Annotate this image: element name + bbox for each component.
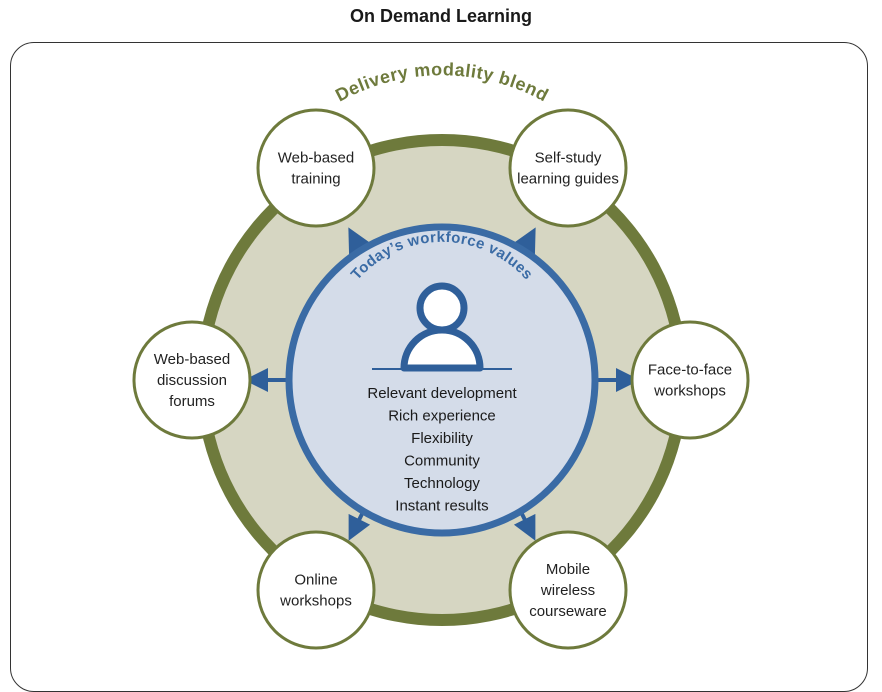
node-web-based-discussion-forums: Web-based discussion forums bbox=[132, 320, 252, 440]
node-circle bbox=[630, 320, 750, 440]
value-item: Flexibility bbox=[411, 430, 473, 447]
modality-nodes: Web-based training Self-study learning guid… bbox=[132, 108, 750, 650]
node-label-line: workshops bbox=[653, 383, 726, 400]
node-label-line: discussion bbox=[157, 372, 227, 389]
node-label-line: Online bbox=[294, 572, 337, 589]
node-label-line: Mobile bbox=[546, 561, 590, 578]
node-label-line: training bbox=[291, 171, 340, 188]
value-item: Instant results bbox=[395, 498, 488, 515]
value-item: Relevant development bbox=[367, 385, 517, 402]
value-item: Community bbox=[404, 453, 480, 470]
node-web-based-training: Web-based training bbox=[256, 108, 376, 228]
node-self-study-learning-guides: Self-study learning guides bbox=[508, 108, 628, 228]
value-item: Technology bbox=[404, 475, 480, 492]
node-circle bbox=[508, 108, 628, 228]
node-label-line: Web-based bbox=[278, 150, 354, 167]
node-face-to-face-workshops: Face-to-face workshops bbox=[630, 320, 750, 440]
value-item: Rich experience bbox=[388, 408, 496, 425]
node-label-line: forums bbox=[169, 393, 215, 410]
outer-arc-label: Delivery modality blend bbox=[332, 59, 552, 105]
node-mobile-wireless-courseware: Mobile wireless courseware bbox=[508, 530, 628, 650]
node-circle bbox=[508, 530, 628, 650]
node-label-line: Self-study bbox=[535, 150, 602, 167]
person-icon bbox=[372, 282, 512, 372]
node-label-line: Face-to-face bbox=[648, 362, 732, 379]
node-label-line: courseware bbox=[529, 603, 607, 620]
diagram-title: On Demand Learning bbox=[349, 6, 533, 26]
node-label-line: Web-based bbox=[154, 351, 230, 368]
node-circle bbox=[256, 108, 376, 228]
node-online-workshops: Online workshops bbox=[256, 530, 376, 650]
node-label-line: learning guides bbox=[517, 171, 619, 188]
inner-circle bbox=[285, 223, 599, 537]
node-label-line: workshops bbox=[279, 593, 352, 610]
node-circle bbox=[256, 530, 376, 650]
node-label-line: wireless bbox=[540, 582, 595, 599]
node-circle bbox=[132, 320, 252, 440]
